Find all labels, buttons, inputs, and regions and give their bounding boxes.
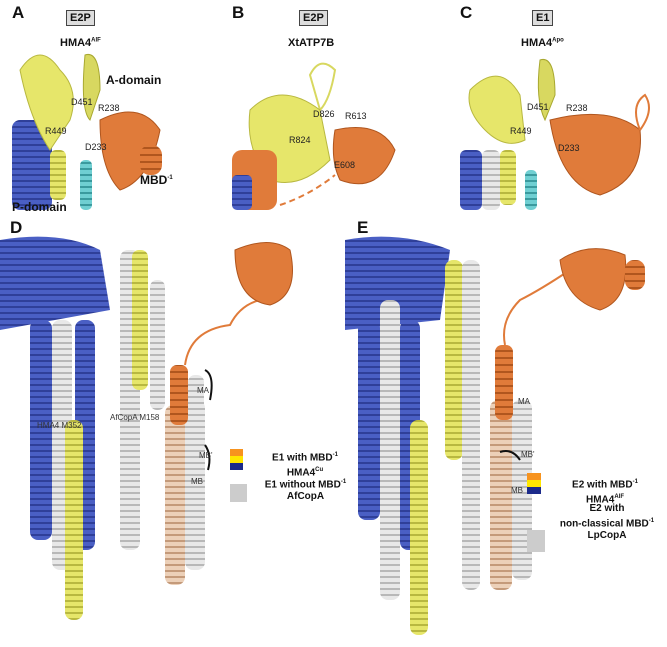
helix-label-ma: MA bbox=[197, 386, 209, 395]
residue-label-m352: HMA4 M352 bbox=[37, 421, 82, 430]
residue-label: R238 bbox=[566, 103, 588, 113]
panel-a-state-badge: E2P bbox=[66, 10, 95, 26]
panel-a-structure bbox=[12, 53, 162, 210]
residue-label: D233 bbox=[558, 143, 580, 153]
panel-a-letter: A bbox=[12, 3, 25, 22]
residue-label: D451 bbox=[527, 102, 549, 112]
panel-c-structure bbox=[460, 58, 650, 210]
legend-swatch-gray bbox=[527, 530, 545, 552]
helix-label-mb: MB bbox=[511, 486, 523, 495]
legend-item-e2-with-mbd: E2 with MBD-1 HMA4AlF bbox=[572, 479, 638, 506]
panel-a-protein: HMA4AlF bbox=[60, 37, 101, 49]
panel-c-state-badge: E1 bbox=[532, 10, 554, 26]
residue-label: E608 bbox=[334, 160, 356, 170]
residue-label: R824 bbox=[289, 135, 311, 145]
helix-label-mbp: MB' bbox=[199, 451, 213, 460]
helix-label-ma: MA bbox=[518, 397, 530, 406]
residue-label: R449 bbox=[45, 126, 67, 136]
panel-e-letter: E bbox=[357, 218, 369, 237]
residue-label: R449 bbox=[510, 126, 532, 136]
panel-d-letter: D bbox=[10, 218, 23, 237]
panel-b-state-badge: E2P bbox=[299, 10, 328, 26]
residue-label: R613 bbox=[345, 111, 367, 121]
residue-label: R238 bbox=[98, 103, 120, 113]
panel-b-structure bbox=[232, 62, 396, 210]
panel-b-protein: XtATP7B bbox=[288, 37, 335, 49]
panel-c-protein: HMA4Apo bbox=[521, 37, 564, 49]
residue-label: D451 bbox=[71, 97, 93, 107]
residue-label: D233 bbox=[85, 142, 107, 152]
legend-swatch-gray bbox=[230, 484, 247, 502]
panel-d-structure bbox=[0, 236, 293, 620]
helix-label-mbp: MB' bbox=[521, 450, 535, 459]
residue-label-m158: AfCopA M158 bbox=[110, 413, 160, 422]
legend-item-e2-non-classical: E2 with non-classical MBD-1 LpCopA bbox=[559, 503, 655, 542]
panel-c-letter: C bbox=[460, 3, 473, 22]
a-domain-label: A-domain bbox=[106, 73, 162, 87]
residue-label: D826 bbox=[313, 109, 335, 119]
legend-swatch-color bbox=[527, 473, 541, 494]
legend-item-e1-with-mbd: E1 with MBD-1 HMA4Cu bbox=[272, 452, 338, 479]
helix-label-mb: MB bbox=[191, 477, 203, 486]
panel-b-letter: B bbox=[232, 3, 245, 22]
arrow-icon bbox=[204, 369, 213, 401]
p-domain-label: P-domain bbox=[12, 200, 67, 214]
legend-swatch-color bbox=[230, 449, 243, 470]
legend-item-e1-without-mbd: E1 without MBD-1 AfCopA bbox=[264, 479, 347, 503]
panel-e-structure bbox=[345, 236, 645, 635]
mbd-label: MBD-1 bbox=[140, 173, 173, 187]
